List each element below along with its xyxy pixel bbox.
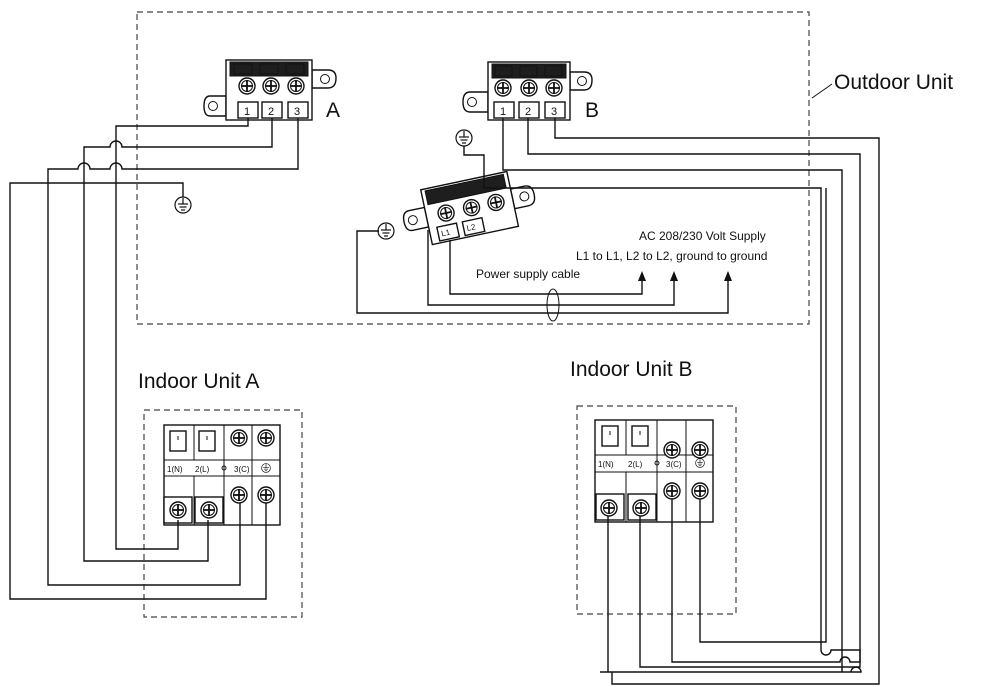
indoor-a-label-3c: 3(C)	[234, 465, 250, 474]
supply-voltage-label: AC 208/230 Volt Supply	[639, 229, 766, 243]
wire-a-terminal-1	[115, 118, 249, 550]
screw-terminal-icon	[257, 486, 275, 504]
terminal-b-number-1: 1	[500, 106, 506, 118]
indoor-b-label-1n: 1(N)	[598, 460, 614, 469]
wire-b-terminal-2	[527, 118, 861, 662]
screw-terminal-icon	[691, 482, 709, 500]
ground-icon	[174, 196, 192, 214]
mounting-hole-icon	[577, 76, 587, 86]
supply-l2-wire	[449, 240, 643, 295]
indoor-b-label-3c: 3(C)	[666, 460, 682, 469]
outdoor-unit-boundary	[136, 11, 810, 325]
indoor-unit-b-title: Indoor Unit B	[570, 358, 693, 381]
power-supply-terminal-block: L1 L2	[402, 170, 536, 246]
wire-b-terminal-3	[554, 118, 880, 685]
indoor-unit-a-title: Indoor Unit A	[138, 370, 259, 393]
screw-terminal-icon	[520, 79, 538, 97]
supply-ground-wire	[356, 230, 729, 314]
screw-terminal-icon	[691, 441, 709, 459]
screw-terminal-icon	[257, 429, 275, 447]
screw-terminal-icon	[230, 486, 248, 504]
supply-l1-wire	[427, 230, 675, 306]
mounting-hole-icon	[320, 74, 330, 84]
screw-terminal-icon	[545, 79, 563, 97]
screw-terminal-icon	[287, 77, 305, 95]
arrow-l1	[670, 271, 678, 281]
screw-terminal-icon	[663, 441, 681, 459]
ground-icon	[695, 458, 705, 468]
terminal-b-number-2: 2	[525, 106, 531, 118]
indoor-a-label-1n: 1(N)	[167, 465, 183, 474]
arrow-ground	[724, 271, 732, 281]
screw-terminal-icon	[494, 79, 512, 97]
screw-terminal-icon	[262, 77, 280, 95]
screw-terminal-icon	[200, 501, 218, 519]
indoor-unit-b-boundary	[576, 405, 737, 615]
mounting-hole-icon	[519, 191, 530, 202]
terminal-a-number-1: 1	[244, 106, 250, 118]
power-supply-cable-label: Power supply cable	[476, 267, 580, 281]
wire-a-terminal-3	[47, 118, 299, 586]
screw-terminal-icon	[238, 77, 256, 95]
wire-b-terminal-2-drop	[639, 516, 861, 668]
terminal-a-label: A	[326, 99, 340, 122]
indoor-unit-a-boundary	[143, 409, 303, 618]
screw-terminal-icon	[230, 429, 248, 447]
supply-connection-note: L1 to L1, L2 to L2, ground to ground	[576, 249, 767, 263]
power-block-label-l1: L1	[440, 228, 451, 239]
screw-terminal-icon	[663, 482, 681, 500]
terminal-a-number-2: 2	[268, 106, 274, 118]
ground-icon	[261, 463, 271, 473]
terminal-b-label: B	[585, 99, 599, 122]
indoor-terminal-board-b: 1(N) 2(L) 3(C)	[594, 419, 714, 523]
screw-terminal-icon	[600, 499, 618, 517]
mounting-hole-icon	[467, 97, 477, 107]
terminal-b-number-3: 3	[551, 106, 557, 118]
wire-b-terminal-3-drop	[699, 188, 827, 643]
ground-icon	[377, 222, 395, 240]
terminal-a-number-3: 3	[294, 106, 300, 118]
power-block-label-l2: L2	[466, 222, 477, 233]
screw-terminal-icon	[169, 501, 187, 519]
outdoor-unit-leader	[811, 83, 833, 99]
screw-terminal-icon	[632, 499, 650, 517]
indoor-a-label-2l: 2(L)	[195, 465, 210, 474]
terminal-block-b: 1 2 3	[462, 61, 593, 121]
arrow-l2	[638, 271, 646, 281]
mounting-hole-icon	[407, 215, 418, 226]
wire-b-ground	[463, 146, 861, 663]
indoor-terminal-board-a: 1(N) 2(L) 3(C)	[163, 424, 281, 526]
mounting-hole-icon	[208, 101, 218, 111]
indoor-b-label-2l: 2(L)	[628, 460, 643, 469]
wire-b-terminal-1	[502, 118, 862, 673]
ground-icon	[455, 129, 473, 147]
outdoor-unit-title: Outdoor Unit	[834, 71, 953, 94]
wire-a-ground	[9, 182, 267, 600]
terminal-block-a: 1 2 3	[203, 59, 337, 121]
wire-a-terminal-2	[83, 118, 273, 562]
